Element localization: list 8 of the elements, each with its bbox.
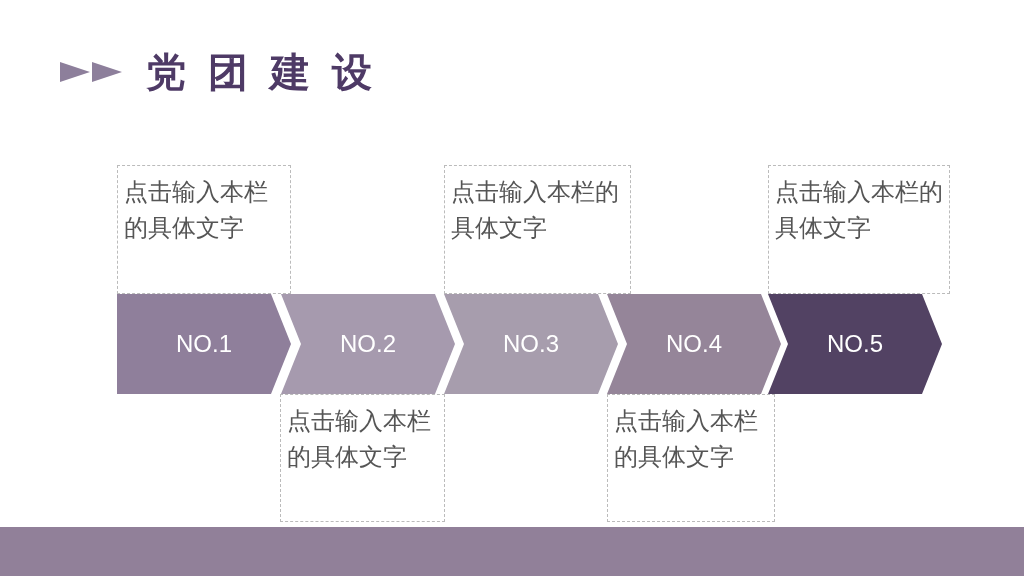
step-label: NO.4 (665, 330, 723, 358)
step-label: NO.1 (175, 330, 233, 358)
text-box: 点击输入本栏的具体文字 (280, 394, 445, 522)
step-label: NO.3 (502, 330, 560, 358)
step-label: NO.5 (826, 330, 884, 358)
title: 党团建设 (146, 48, 394, 97)
text-box: 点击输入本栏的具体文字 (607, 394, 775, 522)
step-label: NO.2 (339, 330, 397, 358)
